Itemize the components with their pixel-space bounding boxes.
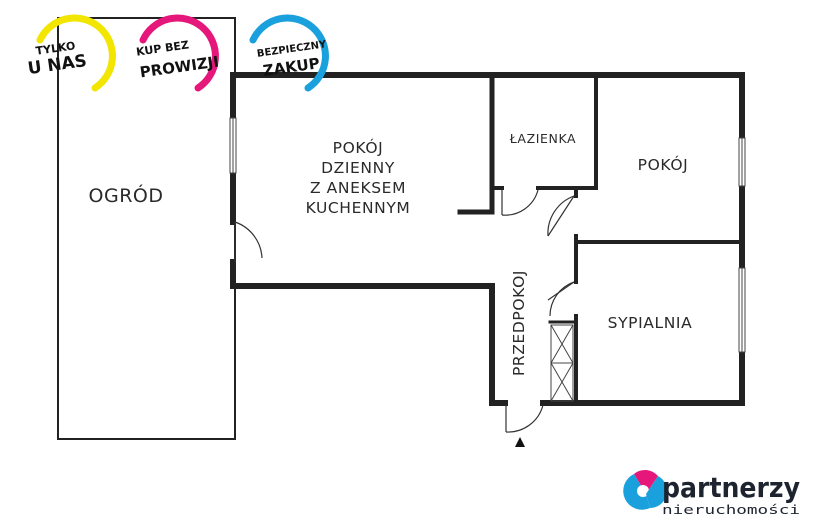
- entrance-arrow-icon: [515, 437, 525, 447]
- wardrobe: [550, 324, 574, 402]
- badge-kup-bez-prowizji: KUP BEZ PROWIZJI: [135, 14, 220, 92]
- logo-name: partnerzy: [662, 471, 800, 504]
- doors: [234, 189, 575, 433]
- badge-tylko-u-nas: TYLKO U NAS: [27, 14, 116, 92]
- partnerzy-logo: partnerzy nieruchomości: [623, 469, 800, 517]
- badge-ring: [36, 14, 116, 92]
- label-living-room: POKÓJ DZIENNY Z ANEKSEM KUCHENNYM: [306, 138, 411, 217]
- logo-subtitle: nieruchomości: [662, 503, 800, 517]
- label-living-line-4: KUCHENNYM: [306, 199, 411, 217]
- label-room: POKÓJ: [638, 155, 689, 174]
- badge-ring: [249, 14, 329, 92]
- label-bathroom: ŁAZIENKA: [509, 131, 576, 146]
- walls: [230, 72, 745, 406]
- label-living-line-2: DZIENNY: [321, 159, 395, 177]
- badge-ring: [139, 14, 219, 92]
- label-living-line-3: Z ANEKSEM: [310, 179, 406, 197]
- label-bedroom: SYPIALNIA: [608, 314, 693, 332]
- logo-mark-icon: [623, 469, 667, 510]
- badge-line-1: TYLKO: [35, 39, 76, 57]
- label-living-line-1: POKÓJ: [333, 138, 384, 157]
- label-garden: OGRÓD: [89, 183, 164, 207]
- label-hallway: PRZEDPOKOJ: [510, 270, 528, 376]
- windows: [229, 117, 746, 353]
